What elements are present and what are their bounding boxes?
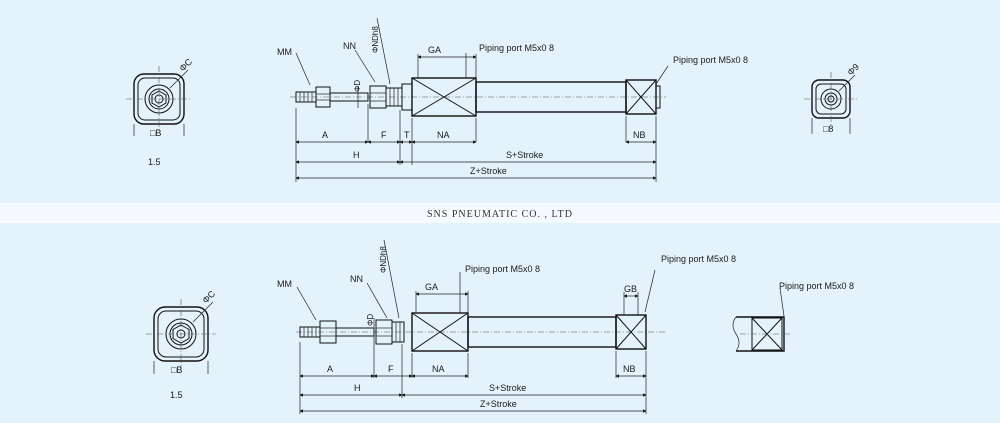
company-name: SNS PNEUMATIC CO. , LTD bbox=[427, 209, 573, 220]
top-end-view-front: ΦC □B 1.5 bbox=[126, 56, 194, 167]
bottom-h-label: H bbox=[354, 383, 361, 393]
top-rear-dia-label: Φ9 bbox=[845, 62, 861, 78]
bottom-d-label: ΦD bbox=[366, 314, 375, 326]
top-z-label: Z+Stroke bbox=[470, 166, 507, 176]
bottom-side-view: MM NN ΦNDh8 ΦD GA Piping port M5x0 8 Pip… bbox=[277, 239, 736, 414]
bottom-ndh8-label: ΦNDh8 bbox=[379, 246, 388, 273]
bottom-z-label: Z+Stroke bbox=[480, 399, 517, 409]
bottom-front-square-label: □B bbox=[171, 365, 182, 375]
bottom-nb-label: NB bbox=[623, 364, 636, 374]
bottom-nn-label: NN bbox=[350, 274, 363, 284]
top-t-label: T bbox=[404, 130, 410, 140]
bottom-f-label: F bbox=[388, 364, 394, 374]
bottom-s-label: S+Stroke bbox=[489, 383, 526, 393]
top-ndh8-label: ΦNDh8 bbox=[371, 26, 380, 53]
bottom-rear-partial-view: Piping port M5x0 8 bbox=[732, 281, 854, 352]
top-front-square-label: □B bbox=[150, 128, 161, 138]
bottom-port-rear-label: Piping port M5x0 8 bbox=[661, 254, 736, 264]
top-front-dia-label: ΦC bbox=[177, 56, 194, 73]
top-nn-label: NN bbox=[343, 41, 356, 51]
top-a-label: A bbox=[322, 130, 328, 140]
bottom-ga-label: GA bbox=[425, 282, 438, 292]
top-mm-label: MM bbox=[277, 47, 292, 57]
top-s-label: S+Stroke bbox=[506, 150, 543, 160]
top-nb-label: NB bbox=[633, 130, 646, 140]
bottom-front-dia-label: ΦC bbox=[200, 288, 217, 305]
top-d-label: ΦD bbox=[353, 80, 362, 92]
top-rear-square-label: □8 bbox=[823, 124, 833, 134]
top-ga-label: GA bbox=[428, 45, 441, 55]
top-port-front-label: Piping port M5x0 8 bbox=[479, 43, 554, 53]
top-port-rear-label: Piping port M5x0 8 bbox=[673, 55, 748, 65]
top-na-label: NA bbox=[437, 130, 450, 140]
bottom-mm-label: MM bbox=[277, 279, 292, 289]
bottom-rear-port-label: Piping port M5x0 8 bbox=[779, 281, 854, 291]
separator-band bbox=[0, 203, 1000, 223]
bottom-front-value-label: 1.5 bbox=[170, 390, 183, 400]
top-f-label: F bbox=[381, 130, 387, 140]
top-end-view-rear: Φ9 □8 bbox=[804, 62, 861, 134]
top-front-value-label: 1.5 bbox=[148, 157, 161, 167]
top-h-label: H bbox=[353, 150, 360, 160]
top-side-view: MM NN ΦNDh8 ΦD GA Piping port M5x0 8 Pip… bbox=[277, 17, 748, 182]
bottom-na-label: NA bbox=[432, 364, 445, 374]
bottom-a-label: A bbox=[327, 364, 333, 374]
bottom-port-front-label: Piping port M5x0 8 bbox=[465, 264, 540, 274]
bottom-gb-label: GB bbox=[624, 284, 637, 294]
bottom-end-view-front: ΦC □B 1.5 bbox=[146, 288, 217, 400]
